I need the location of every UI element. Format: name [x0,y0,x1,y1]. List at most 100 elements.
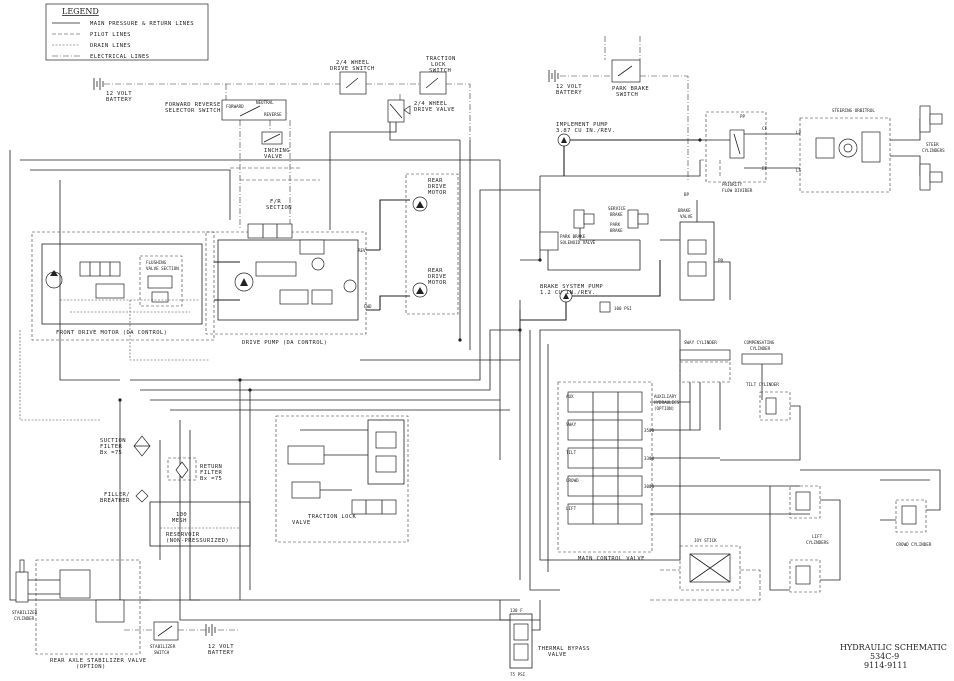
compensating-cylinder: COMPENSATING CYLINDER [741,340,783,365]
compensating-cylinder-label-1: COMPENSATING [744,340,775,345]
return-filter-label-2: FILTER [200,470,223,476]
selector-switch-label-1: FORWARD REVERSE [165,102,221,108]
drive-valve: 2/4 WHEEL DRIVE VALVE [387,99,454,123]
legend-item-drain: DRAIN LINES [90,43,131,49]
main-control-valve: AUX SWAY TILT CROWD LIFT AUXILIARY HYDRA… [557,381,680,562]
traction-lock-valve: TRACTION LOCK VALVE [275,415,409,543]
sway-cylinder-label: SWAY CYLINDER [684,340,717,345]
bypass-top: 130 F [510,608,523,613]
steer-cylinders-label-2: CYLINDERS [922,148,945,153]
stabilizer-valve-label-1: REAR AXLE STABILIZER VALVE [50,658,147,664]
legend: LEGEND MAIN PRESSURE & RETURN LINES PILO… [45,3,209,61]
flushing-valve-label-2: VALVE SECTION [146,266,179,271]
selector-reverse: REVERSE [264,112,282,117]
battery-bottom-symbol [205,624,216,636]
park-brake-solenoid-label-1: PARK BRAKE [560,234,586,239]
thermal-bypass-valve: 130 F 75 PSI THERMAL BYPASS VALVE [509,608,590,677]
stabilizer-switch: STABILIZER SWITCH [150,621,179,655]
tilt-cylinder-label: TILT CYLINDER [746,382,779,387]
traction-lock-switch-label-3: SWITCH [429,68,451,74]
junction-dots [118,138,702,402]
title-line-3: 9114-9111 [864,661,907,670]
reservoir-mesh-2: MESH [172,518,187,524]
joystick-label: JOY STICK [694,538,717,543]
stabilizer-switch-label-2: SWITCH [154,650,170,655]
fr-section-label-2: SECTION [266,205,292,211]
traction-lock-valve-label-2: VALVE [292,520,311,526]
bypass-bottom: 75 PSI [510,672,526,677]
port-ls: LS [796,168,802,173]
traction-lock-valve-label-1: TRACTION LOCK [308,514,357,520]
traction-lock-switch-label-2: LOCK [431,62,446,68]
flushing-valve-label-1: FLUSHING [146,260,167,265]
tilt-cylinder: TILT CYLINDER [746,382,791,421]
section-aux: AUX [566,394,574,399]
sway-cylinder: SWAY CYLINDER [679,340,731,383]
priority-flow-label-1: PRIORITY [722,182,743,187]
section-tilt: TILT [566,450,577,455]
rear-drive-motors: REAR DRIVE MOTOR REAR DRIVE MOTOR [405,173,459,315]
section-lift: LIFT [566,506,577,511]
brake-system-pump-label-2: 1.2 CU IN./REV. [540,290,596,296]
rear-drive-motor-2-label-2: DRIVE [428,274,447,280]
legend-item-pilot: PILOT LINES [90,32,131,38]
priority-flow-label-2: FLOW DIVIDER [722,188,753,193]
reservoir-label-1: RESERVOIR [166,532,200,538]
drive-pump: F/R SECTION REV FWD DRIVE PUMP (DA CONTR… [205,199,372,346]
filler-breather-label-2: BREATHER [100,498,130,504]
suction-filter-label-3: Bx =75 [100,450,122,456]
brake-system-pump: BRAKE SYSTEM PUMP 1.2 CU IN./REV. 100 PS… [540,284,632,313]
lift-cylinders-label-2: CYLINDERS [806,540,829,545]
park-brake-solenoid: PARK BRAKE SOLENOID VALVE [539,231,596,251]
front-drive-motor: FLUSHING VALVE SECTION FRONT DRIVE MOTOR… [31,231,215,341]
return-filter: RETURN FILTER Bx =75 [167,457,223,482]
stabilizer-switch-label-1: STABILIZER [150,644,176,649]
psi-3500: 3500 [644,428,655,433]
brake-valve-label-2: VALVE [680,214,693,219]
crowd-cylinder: CROWD CYLINDER [895,499,932,547]
reservoir: 100 MESH RESERVOIR (NON-PRESSURIZED) [149,501,251,547]
park-brake-switch-label-2: SWITCH [616,92,638,98]
port-rev: REV [358,248,366,253]
suction-filter-label-1: SUCTION [100,438,126,444]
main-lines-left [9,150,540,621]
battery-left-label-1: 12 VOLT [106,91,132,97]
battery-right-symbol [548,70,559,82]
lift-cylinders: LIFT CYLINDERS [789,485,829,593]
suction-filter-label-2: FILTER [100,444,123,450]
steer-cylinders-label-1: STEER [926,142,939,147]
title-line-2: 534C-9 [870,652,899,661]
legend-item-main: MAIN PRESSURE & RETURN LINES [90,21,194,27]
title-block: HYDRAULIC SCHEMATIC 534C-9 9114-9111 [840,643,947,670]
battery-bottom-label-2: BATTERY [208,650,234,656]
psi-3300: 3300 [644,456,655,461]
electrical-top: 12 VOLT BATTERY 2/4 WHEEL DRIVE SWITCH T… [93,36,689,180]
psi-3000: 3000 [644,484,655,489]
inching-valve-label-1: INCHING [264,148,290,154]
inching-valve-label-2: VALVE [264,154,283,160]
drive-switch-label-2: DRIVE SWITCH [330,66,375,72]
implement-pump: IMPLEMENT PUMP 3.87 CU IN./REV. [556,122,615,147]
section-crowd: CROWD [566,478,579,483]
implement-pump-label-1: IMPLEMENT PUMP [556,122,608,128]
brake-system-pump-label-1: BRAKE SYSTEM PUMP [540,284,603,290]
priority-flow-divider: PP CF EF PRIORITY FLOW DIVIDER [705,111,768,193]
joystick: JOY STICK [679,538,741,591]
rear-drive-motor-1-label-1: REAR [428,178,443,184]
return-filter-label-3: Bx =75 [200,476,222,482]
front-drive-motor-label: FRONT DRIVE MOTOR (DA CONTROL) [56,330,167,336]
implement-pump-label-2: 3.87 CU IN./REV. [556,128,615,134]
selector-switch: FORWARD REVERSE SELECTOR SWITCH FORWARD … [165,99,287,121]
service-brake-label-2: BRAKE [610,212,623,217]
selector-switch-label-2: SELECTOR SWITCH [165,108,221,114]
suction-filter: SUCTION FILTER Bx =75 [100,435,151,457]
reservoir-mesh-1: 100 [176,512,187,518]
traction-lock-switch-label-1: TRACTION [426,56,456,62]
inching-valve: INCHING VALVE [261,131,290,160]
park-brake-label-2: BRAKE [610,228,623,233]
selector-neutral: NEUTRAL [256,100,274,105]
port-ef: EF [762,166,768,171]
section-sway: SWAY [566,422,577,427]
relief-psi: 100 PSI [614,306,632,311]
